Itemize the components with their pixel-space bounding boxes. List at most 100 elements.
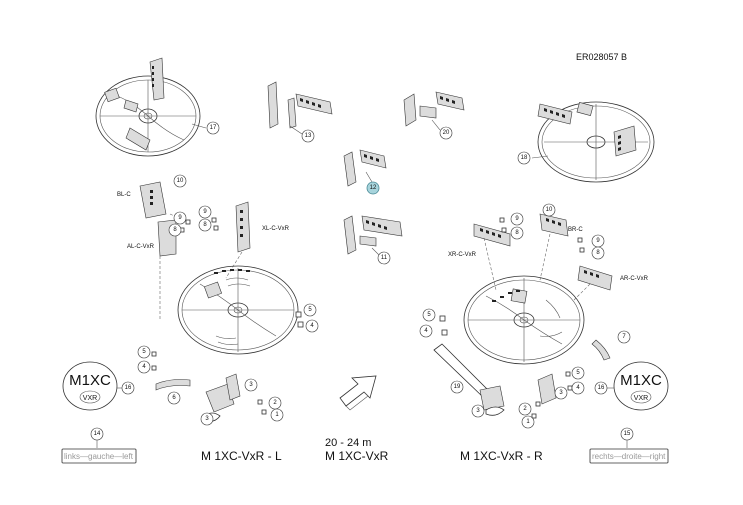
callout-7: 7 bbox=[617, 330, 631, 344]
label-ar-c-vxr: AR-C-VxR bbox=[620, 276, 649, 282]
knife-set-20 bbox=[403, 91, 465, 131]
callout-9-right-b: 9 bbox=[591, 234, 605, 248]
label-bl-c: BL-C bbox=[117, 192, 131, 198]
svg-text:18: 18 bbox=[521, 155, 528, 161]
callout-2-left: 2 bbox=[268, 396, 282, 410]
disc-top-right bbox=[531, 101, 655, 183]
right-knife-holders bbox=[473, 213, 613, 301]
svg-text:10: 10 bbox=[546, 207, 553, 213]
callout-3-left-b: 3 bbox=[200, 412, 214, 426]
svg-text:20: 20 bbox=[443, 130, 450, 136]
callout-19: 19 bbox=[450, 380, 464, 394]
svg-text:4: 4 bbox=[424, 328, 428, 334]
svg-text:4: 4 bbox=[142, 364, 146, 370]
callout-3-right-a: 3 bbox=[471, 404, 485, 418]
callout-2-right: 2 bbox=[518, 402, 532, 416]
callout-5-right: 5 bbox=[422, 308, 436, 322]
svg-text:9: 9 bbox=[203, 209, 207, 215]
svg-text:9: 9 bbox=[515, 216, 519, 222]
callout-8-left-b: 8 bbox=[198, 218, 212, 232]
callout-5-right-b: 5 bbox=[571, 366, 585, 380]
label-xl-c-vxr: XL-C-VxR bbox=[262, 226, 290, 232]
callout-3-left-a: 3 bbox=[244, 378, 258, 392]
svg-text:14: 14 bbox=[94, 431, 101, 437]
left-lower-fasteners bbox=[151, 351, 267, 422]
sticker-left: links—gauche—left bbox=[61, 448, 137, 464]
svg-text:19: 19 bbox=[454, 384, 461, 390]
svg-text:links—gauche—left: links—gauche—left bbox=[64, 452, 134, 461]
svg-text:16: 16 bbox=[598, 385, 605, 391]
svg-text:5: 5 bbox=[427, 312, 431, 318]
badge-left-main: M1XC bbox=[69, 372, 111, 389]
title-left: M 1XC-VxR - L bbox=[201, 449, 282, 463]
svg-text:9: 9 bbox=[596, 238, 600, 244]
svg-text:11: 11 bbox=[381, 255, 388, 261]
badge-right-sub: VXR bbox=[634, 395, 648, 402]
callout-4-right-b: 4 bbox=[571, 381, 585, 395]
callout-6: 6 bbox=[167, 391, 181, 405]
svg-text:12: 12 bbox=[370, 185, 377, 191]
callout-8-right-a: 8 bbox=[510, 226, 524, 240]
label-al-c-vxr: AL-C-VxR bbox=[127, 244, 155, 250]
svg-text:8: 8 bbox=[515, 230, 519, 236]
svg-text:5: 5 bbox=[142, 349, 146, 355]
speed-range: 20 - 24 m bbox=[325, 437, 371, 449]
callout-12: 12 bbox=[366, 181, 380, 195]
label-br-c: BR-C bbox=[568, 227, 583, 233]
svg-text:6: 6 bbox=[172, 395, 176, 401]
title-right: M 1XC-VxR - R bbox=[460, 449, 543, 463]
callout-16-right: 16 bbox=[594, 381, 608, 395]
svg-text:1: 1 bbox=[275, 412, 279, 418]
badge-left: M1XC VXR bbox=[62, 361, 122, 411]
svg-text:5: 5 bbox=[308, 307, 312, 313]
callout-5-left-b: 5 bbox=[137, 345, 151, 359]
label-xr-c-vxr: XR-C-VxR bbox=[448, 252, 477, 258]
svg-text:17: 17 bbox=[210, 125, 217, 131]
svg-text:2: 2 bbox=[523, 406, 527, 412]
doc-reference: ER028057 B bbox=[576, 52, 627, 62]
svg-text:8: 8 bbox=[173, 227, 177, 233]
callout-1-left: 1 bbox=[270, 408, 284, 422]
callout-18: 18 bbox=[517, 151, 531, 165]
callout-4-left-b: 4 bbox=[137, 360, 151, 374]
callout-9-right-a: 9 bbox=[510, 212, 524, 226]
callout-4-right: 4 bbox=[419, 324, 433, 338]
svg-text:10: 10 bbox=[177, 178, 184, 184]
knife-set-11 bbox=[343, 215, 403, 257]
svg-text:4: 4 bbox=[310, 323, 314, 329]
sticker-right: rechts—droite—right bbox=[589, 448, 669, 464]
callout-9-left-a: 9 bbox=[173, 211, 187, 225]
svg-text:13: 13 bbox=[305, 133, 312, 139]
callout-11: 11 bbox=[377, 251, 391, 265]
svg-text:15: 15 bbox=[624, 431, 631, 437]
callout-1-right: 1 bbox=[521, 415, 535, 429]
svg-text:7: 7 bbox=[622, 334, 626, 340]
callout-17: 17 bbox=[206, 121, 220, 135]
callout-14: 14 bbox=[90, 427, 104, 441]
badge-right-main: M1XC bbox=[620, 372, 662, 389]
title-center: M 1XC-VxR bbox=[325, 449, 389, 463]
disc-top-left bbox=[95, 57, 207, 157]
badge-left-sub: VXR bbox=[83, 395, 97, 402]
svg-text:3: 3 bbox=[249, 382, 253, 388]
svg-text:16: 16 bbox=[125, 385, 132, 391]
callout-3-right-b: 3 bbox=[554, 386, 568, 400]
callout-13: 13 bbox=[301, 129, 315, 143]
svg-text:8: 8 bbox=[596, 250, 600, 256]
svg-text:5: 5 bbox=[576, 370, 580, 376]
rotation-direction-arrow-icon bbox=[339, 375, 377, 411]
svg-text:4: 4 bbox=[576, 385, 580, 391]
callout-10-left: 10 bbox=[173, 174, 187, 188]
svg-text:2: 2 bbox=[273, 400, 277, 406]
svg-text:3: 3 bbox=[205, 416, 209, 422]
svg-text:1: 1 bbox=[526, 419, 530, 425]
callout-16-left: 16 bbox=[121, 381, 135, 395]
badge-right: M1XC VXR bbox=[607, 361, 669, 411]
callout-9-left-b: 9 bbox=[198, 205, 212, 219]
disc-right bbox=[439, 275, 611, 365]
left-knife-holders bbox=[139, 181, 251, 320]
callout-8-right-b: 8 bbox=[591, 246, 605, 260]
callout-8-left-a: 8 bbox=[168, 223, 182, 237]
